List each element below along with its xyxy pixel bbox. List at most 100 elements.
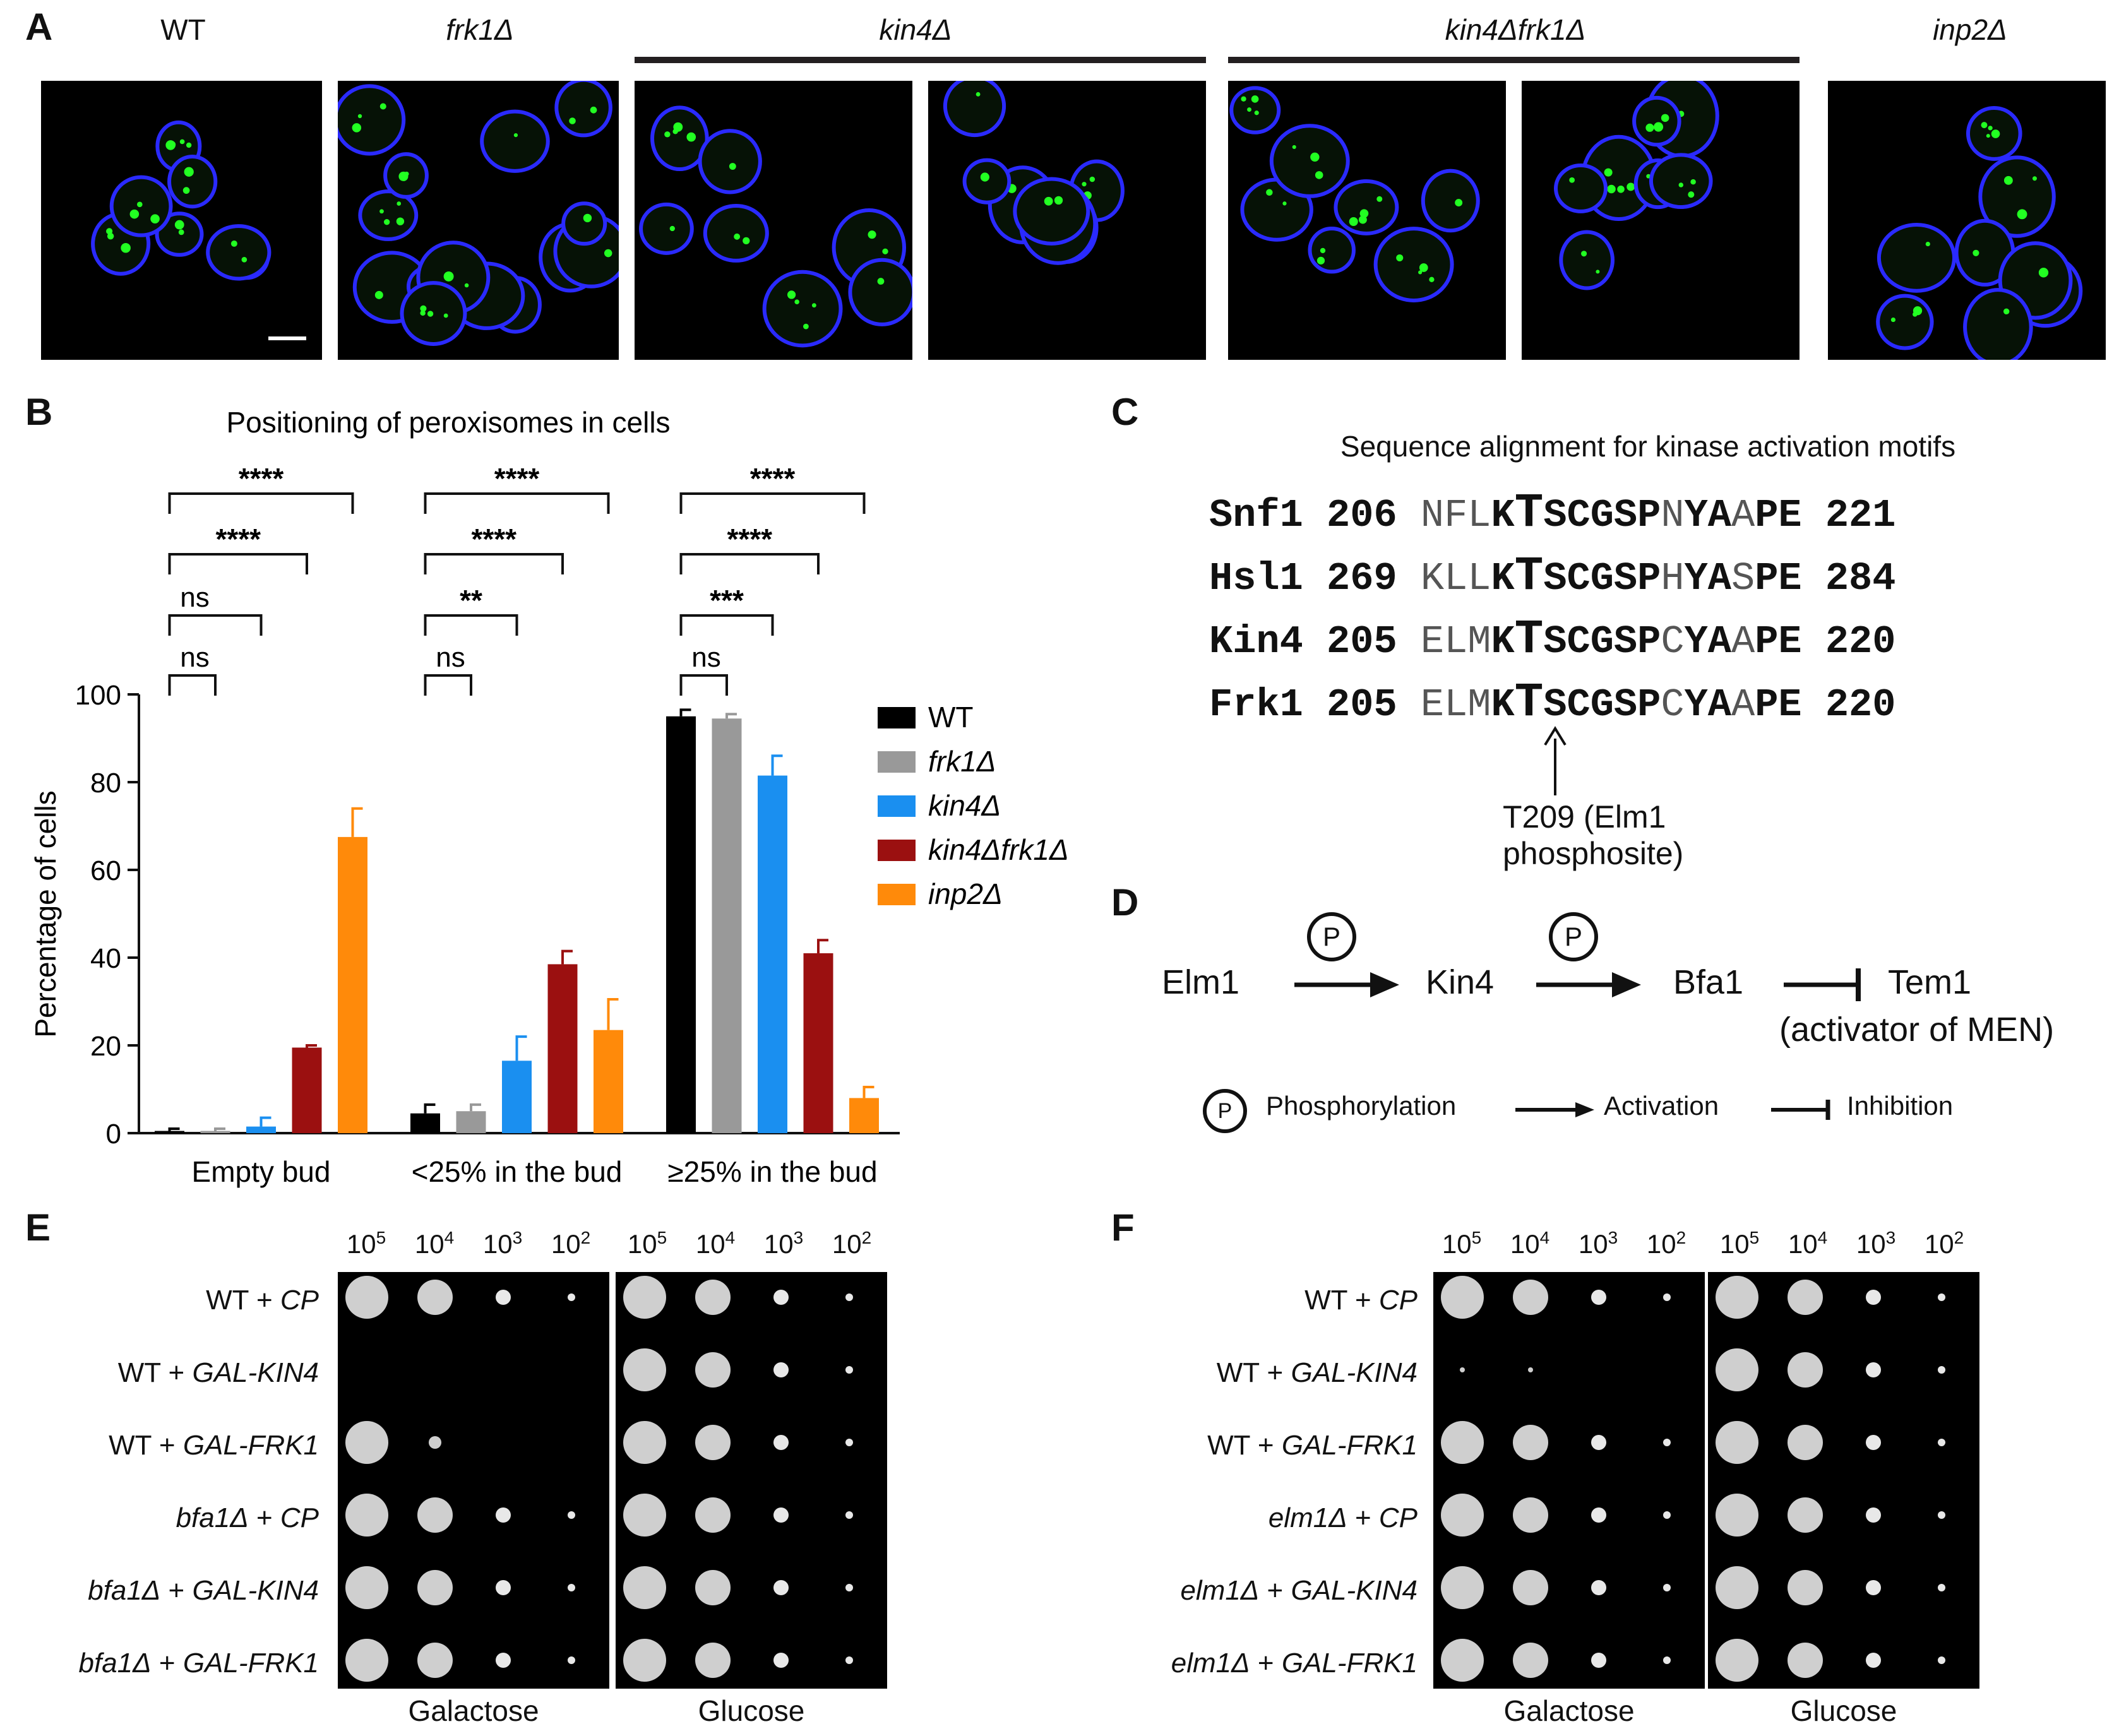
significance-label: **** xyxy=(471,523,516,556)
legend-activation: Activation xyxy=(1604,1091,1719,1121)
panel-b-label: B xyxy=(25,391,53,433)
legend-inhibition: Inhibition xyxy=(1847,1091,1954,1121)
phosphosite-arrow-shaft xyxy=(1554,739,1556,795)
legend-inhibition-arrow xyxy=(1771,1100,1830,1120)
plate-label: Glucose xyxy=(1790,1694,1897,1727)
phosphosite-arrow-head xyxy=(1544,726,1567,746)
node-kin4: Kin4 xyxy=(1426,963,1495,1001)
y-axis-label: Percentage of cells xyxy=(29,790,62,1037)
bar-2-0 xyxy=(246,1126,276,1133)
chart-title: Positioning of peroxisomes in cells xyxy=(226,406,670,439)
header-frk1: frk1Δ xyxy=(446,13,514,46)
sequence-segment: YA xyxy=(1684,556,1731,601)
sequence-segment: Kin4 205 xyxy=(1209,619,1421,664)
bar-3-0 xyxy=(292,1047,322,1133)
significance-label: *** xyxy=(710,584,744,617)
bar-1-1 xyxy=(456,1111,486,1133)
y-tick-label: 80 xyxy=(90,768,121,799)
node-tem1: Tem1 xyxy=(1888,963,1972,1001)
agar-plate-1 xyxy=(1708,1272,1979,1689)
micrograph-kin4-2 xyxy=(928,81,1206,360)
dilution-header: 102 xyxy=(1646,1228,1686,1259)
sequence-segment: K xyxy=(1491,493,1515,538)
alignment-row: Hsl1 269 KLLKTSCGSPHYASPE 284 xyxy=(1209,549,1895,603)
bar-4-0 xyxy=(338,836,367,1133)
bar-0-2 xyxy=(666,716,696,1133)
significance-bracket xyxy=(679,492,866,514)
dilution-header: 102 xyxy=(1924,1228,1964,1259)
activation-arrow-1 xyxy=(1294,972,1399,997)
tem1-note: (activator of MEN) xyxy=(1779,1011,2055,1049)
sequence-segment: C xyxy=(1661,619,1685,664)
bar-0-0 xyxy=(155,1131,184,1133)
bar-4-2 xyxy=(849,1098,879,1133)
sequence-segment: PE 221 xyxy=(1755,493,1896,538)
bar-0-1 xyxy=(410,1113,440,1133)
sequence-segment: A xyxy=(1731,682,1755,727)
bar-2-1 xyxy=(502,1061,532,1133)
significance-label: ns xyxy=(691,642,720,673)
sequence-segment: T xyxy=(1514,612,1544,667)
significance-bracket xyxy=(168,614,263,636)
legend-swatch-3 xyxy=(878,840,916,861)
plate-label: Galactose xyxy=(1503,1694,1635,1727)
sequence-segment: KLL xyxy=(1420,556,1491,601)
sequence-segment: A xyxy=(1731,493,1755,538)
strain-label: WT + GAL-KIN4 xyxy=(1216,1357,1418,1388)
dilution-header: 104 xyxy=(695,1228,736,1259)
dilution-header: 105 xyxy=(1719,1228,1760,1259)
strain-label: bfa1Δ + GAL-KIN4 xyxy=(88,1575,319,1606)
sequence-segment: SCGSP xyxy=(1543,556,1661,601)
micrograph-frk1 xyxy=(338,81,619,360)
sequence-segment: ELM xyxy=(1420,682,1491,727)
node-bfa1: Bfa1 xyxy=(1673,963,1744,1001)
phospho-circle-1: P xyxy=(1307,912,1356,961)
sequence-segment: ELM xyxy=(1420,619,1491,664)
sequence-segment: A xyxy=(1731,619,1755,664)
plate-label: Galactose xyxy=(408,1694,539,1727)
significance-label: **** xyxy=(239,462,284,495)
phospho-legend-icon: P xyxy=(1203,1089,1247,1133)
legend-label-3: kin4Δfrk1Δ xyxy=(928,833,1069,866)
legend-phosphorylation: Phosphorylation xyxy=(1266,1091,1457,1121)
dilution-header: 103 xyxy=(763,1228,804,1259)
sequence-segment: K xyxy=(1491,556,1515,601)
strain-label: elm1Δ + GAL-FRK1 xyxy=(1171,1648,1418,1679)
agar-plate-0 xyxy=(1433,1272,1705,1689)
bar-3-2 xyxy=(803,953,833,1133)
legend-label-0: WT xyxy=(928,701,974,734)
dilution-header: 104 xyxy=(1788,1228,1828,1259)
node-elm1: Elm1 xyxy=(1162,963,1240,1001)
sequence-segment: S xyxy=(1731,556,1755,601)
strain-label: WT + GAL-FRK1 xyxy=(109,1430,319,1461)
activation-arrow-2 xyxy=(1536,972,1641,997)
significance-label: **** xyxy=(494,462,540,495)
micrograph-kin4frk1-2 xyxy=(1522,81,1800,360)
dilution-header: 104 xyxy=(1510,1228,1550,1259)
dilution-header: 103 xyxy=(1578,1228,1618,1259)
sequence-segment: SCGSP xyxy=(1543,682,1661,727)
x-category-label: ≥25% in the bud xyxy=(667,1155,877,1188)
header-kin4: kin4Δ xyxy=(879,13,952,46)
legend-swatch-1 xyxy=(878,751,916,773)
strain-label: bfa1Δ + GAL-FRK1 xyxy=(78,1648,319,1679)
plate-label: Glucose xyxy=(698,1694,805,1727)
kin4-bracket-bar xyxy=(635,57,1206,63)
alignment-row: Snf1 206 NFLKTSCGSPNYAAPE 221 xyxy=(1209,486,1895,540)
significance-label: ** xyxy=(460,584,482,617)
header-kin4frk1: kin4Δfrk1Δ xyxy=(1445,13,1586,46)
alignment-title: Sequence alignment for kinase activation… xyxy=(1340,430,1956,463)
dilution-header: 104 xyxy=(414,1228,455,1259)
sequence-segment: K xyxy=(1491,619,1515,664)
y-tick-label: 100 xyxy=(75,680,121,711)
y-tick-label: 20 xyxy=(90,1031,121,1062)
significance-bracket xyxy=(424,553,564,574)
panel-f-label: F xyxy=(1111,1206,1135,1249)
bar-3-1 xyxy=(547,964,578,1133)
sequence-segment: C xyxy=(1661,682,1685,727)
y-tick-label: 0 xyxy=(106,1119,121,1150)
strain-label: WT + CP xyxy=(1304,1285,1418,1316)
dilution-header: 102 xyxy=(832,1228,872,1259)
significance-label: **** xyxy=(215,523,261,556)
kin4frk1-bracket-bar xyxy=(1228,57,1800,63)
